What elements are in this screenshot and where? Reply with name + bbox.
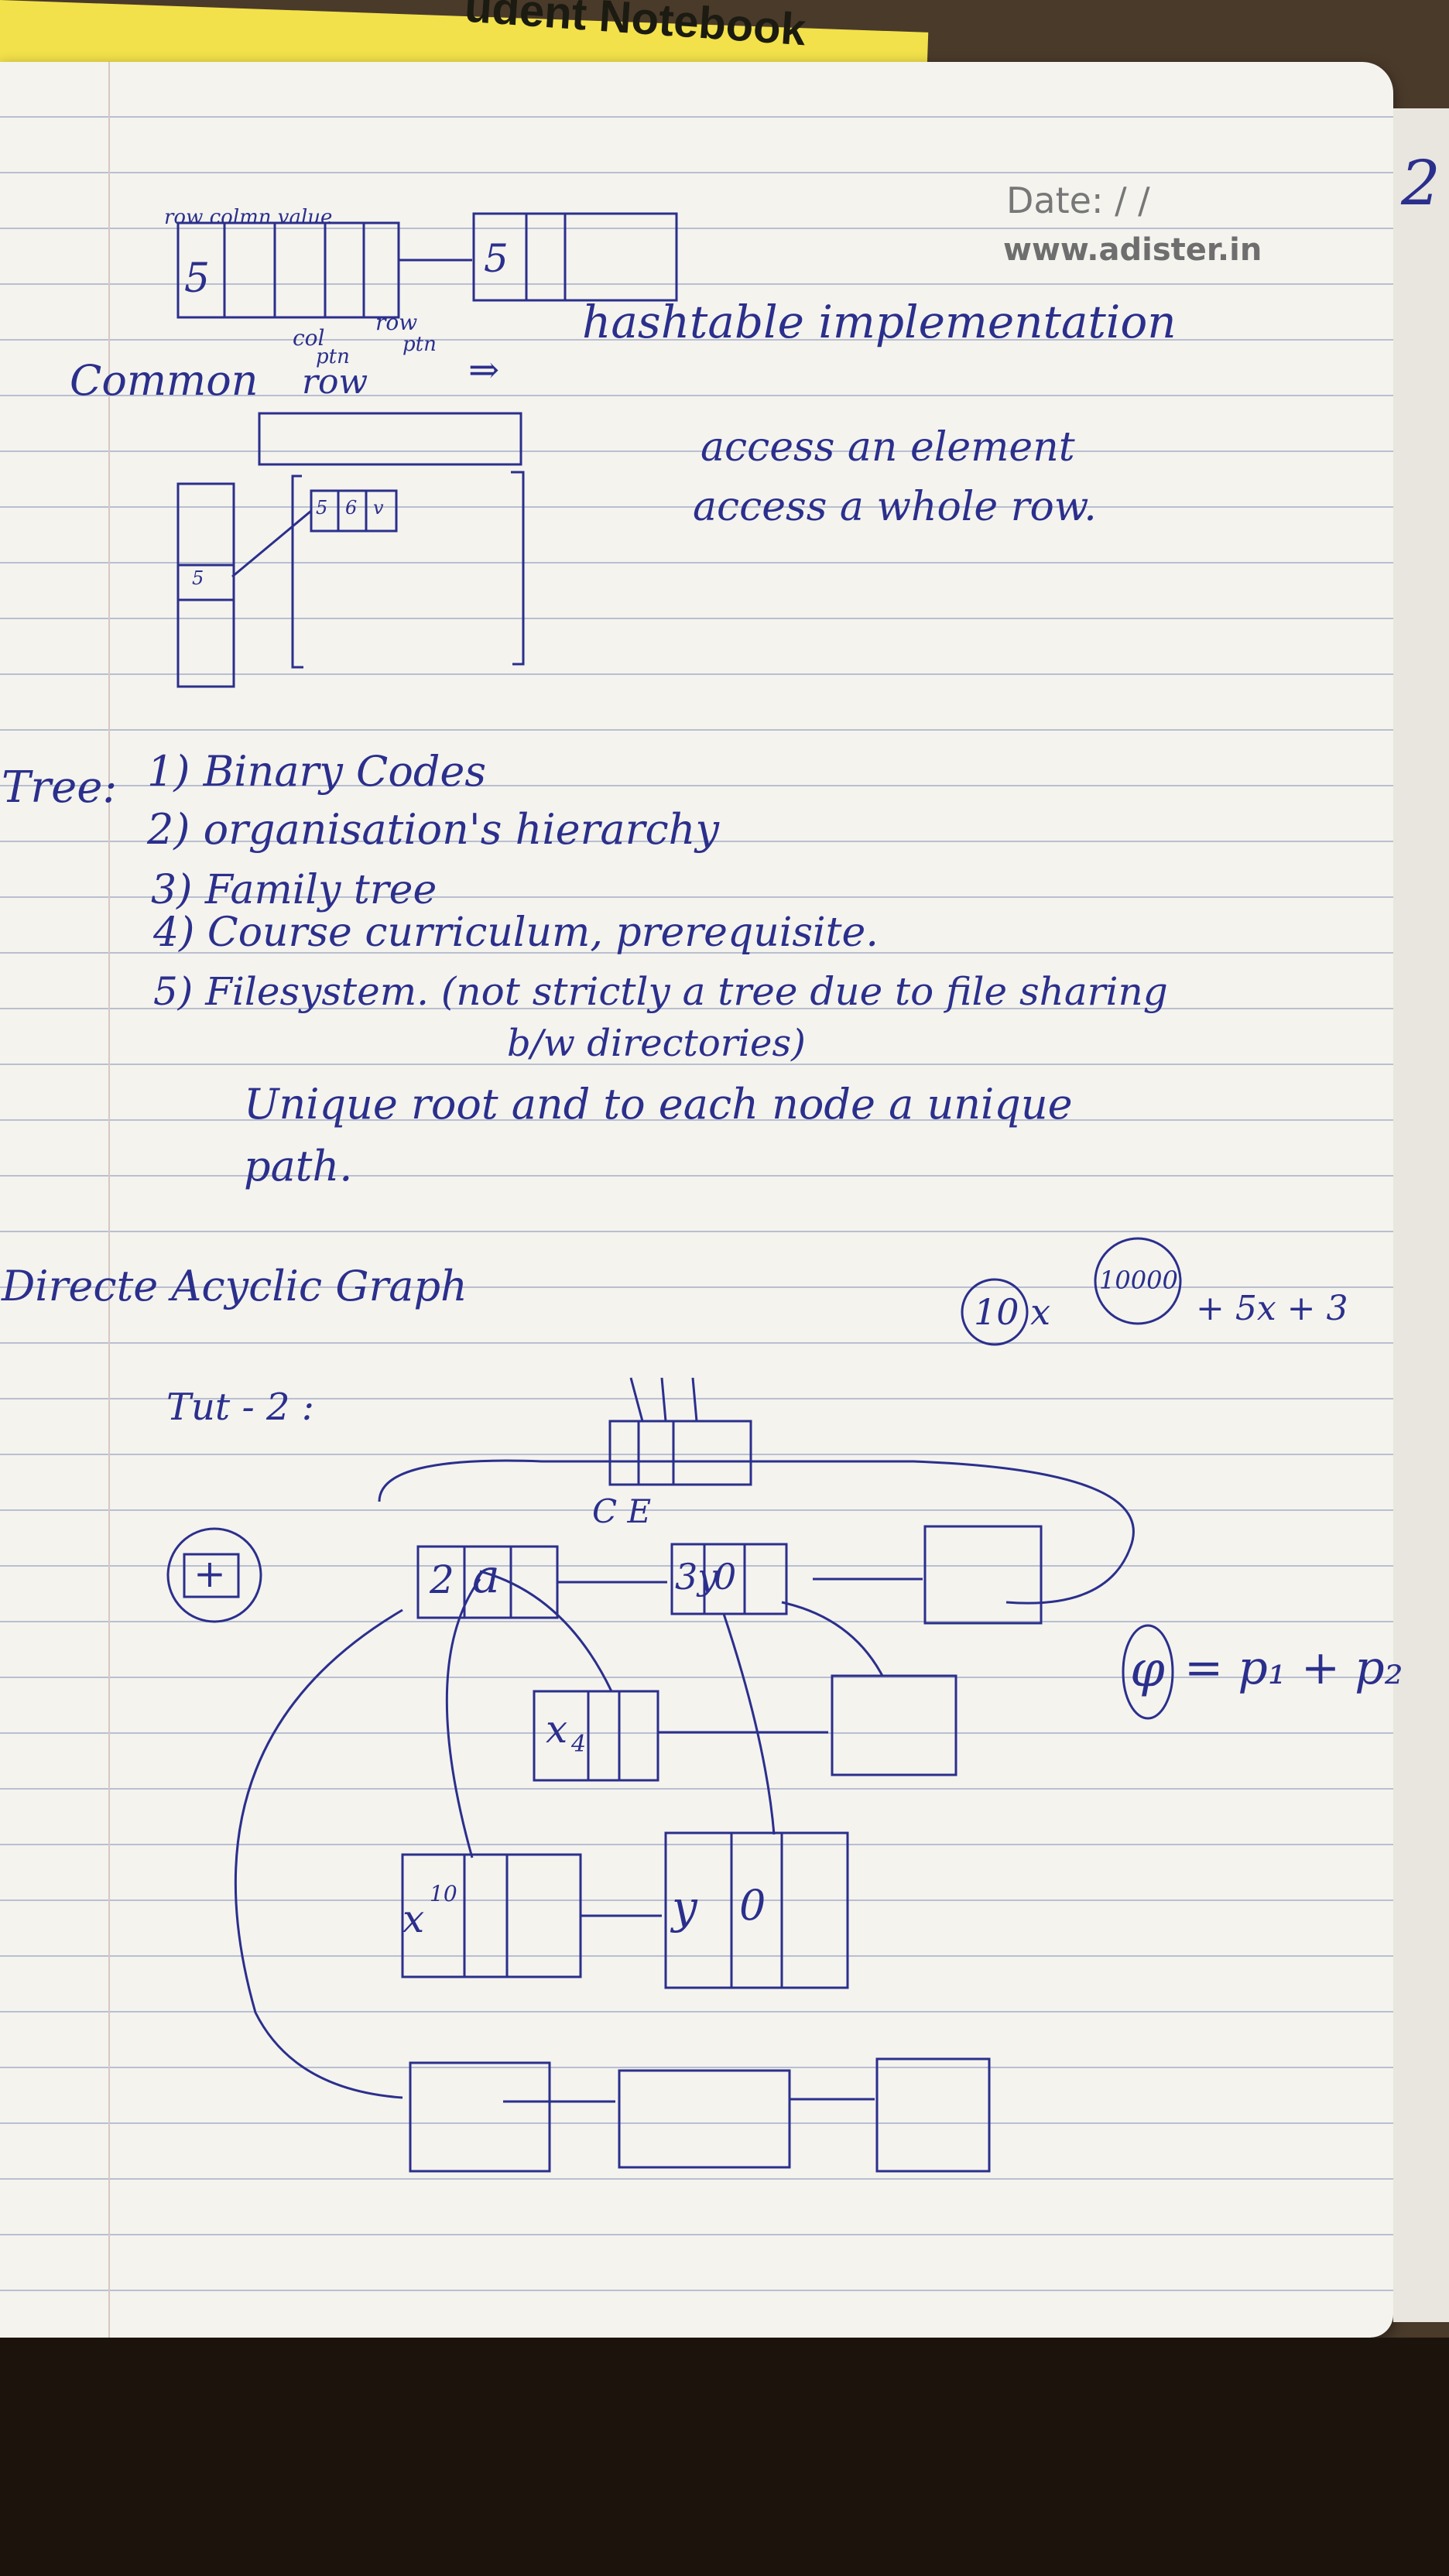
tree-note-2: path. <box>244 1142 353 1190</box>
node-2-coef: 3y <box>675 1556 718 1598</box>
plus-sign: + <box>194 1551 226 1596</box>
tut-heading: Tut - 2 : <box>166 1386 314 1429</box>
dag-heading: Directe Acyclic Graph <box>2 1262 468 1310</box>
node-cell: 5 <box>484 236 509 281</box>
equation-tail: + 5x + 3 <box>1196 1289 1348 1328</box>
ptr-label-row: row <box>375 310 418 335</box>
phi-ellipse <box>1122 1624 1174 1720</box>
triplet-labels: row colmn value <box>164 206 333 229</box>
node-5 <box>664 1831 849 1989</box>
node-4-sup: 10 <box>430 1881 457 1906</box>
header-row <box>258 412 522 466</box>
common-label: Common <box>70 356 259 405</box>
matrix-bracket-left <box>291 474 303 669</box>
equation: 10 x <box>974 1291 1051 1333</box>
small-cell-3: v <box>373 497 384 519</box>
row-label: row <box>302 362 368 402</box>
phi-symbol: φ <box>1130 1641 1165 1698</box>
node-empty-1 <box>923 1525 1043 1625</box>
note-access-element: access an element <box>701 424 1075 471</box>
exponent-circle <box>1094 1237 1182 1325</box>
triplet-cell: 5 <box>184 255 211 302</box>
ruled-lines <box>0 62 1393 2338</box>
bottom-node-1 <box>409 2061 551 2173</box>
node-4 <box>401 1853 582 1978</box>
equation-circle <box>961 1278 1029 1346</box>
tree-note-1: Unique root and to each node a unique <box>244 1080 1073 1129</box>
node-5-exp: 0 <box>739 1881 766 1930</box>
bottom-node-2 <box>618 2069 791 2169</box>
margin-line <box>108 62 110 2338</box>
node-block <box>472 212 678 302</box>
node-4-var: x <box>402 1896 425 1941</box>
node-1-var: a <box>472 1550 500 1604</box>
tree-item-5: 5) Filesystem. (not strictly a tree due … <box>153 969 1168 1014</box>
ce-label: C E <box>592 1492 652 1530</box>
date-label: Date: / / <box>1006 180 1150 221</box>
side-cell: 5 <box>192 567 204 589</box>
tree-item-5-cont: b/w directories) <box>507 1022 806 1065</box>
hashtable-label: hashtable implementation <box>582 296 1177 348</box>
equation-exponent: 10000 <box>1099 1266 1178 1295</box>
ptr-label-ptn-2: ptn <box>402 333 437 356</box>
node-3-sub: 4 <box>571 1731 587 1758</box>
node-empty-2 <box>831 1674 957 1776</box>
small-cell-1: 5 <box>316 497 328 519</box>
node-3 <box>533 1690 659 1782</box>
node-5-var: y <box>672 1881 697 1934</box>
triplet-block <box>176 221 400 319</box>
page-number: 2 <box>1401 147 1440 219</box>
loop-curve <box>378 1459 1135 1605</box>
ptr-label-ptn-1: ptn <box>316 345 350 368</box>
node-2 <box>670 1543 788 1615</box>
top-node <box>608 1420 752 1486</box>
bottom-node-3 <box>875 2057 991 2173</box>
implies-arrow: ⇒ <box>468 348 500 392</box>
side-column <box>176 482 235 688</box>
tree-item-2: 2) organisation's hierarchy <box>147 805 719 854</box>
tree-item-3: 3) Family tree <box>151 867 437 913</box>
matrix-bracket-right <box>511 471 525 666</box>
website-label: www.adister.in <box>1003 232 1262 268</box>
node-3-var: x <box>546 1707 568 1752</box>
background-carpet <box>0 2338 1449 2576</box>
tree-item-1: 1) Binary Codes <box>147 747 487 796</box>
page-edge <box>1393 108 1449 2322</box>
plus-node-circle <box>166 1527 262 1623</box>
tree-heading: Tree: <box>2 762 118 813</box>
tree-item-4: 4) Course curriculum, prerequisite. <box>153 909 879 956</box>
node-2-exp: 0 <box>714 1556 737 1598</box>
phi-equation: = p₁ + p₂ <box>1184 1641 1403 1695</box>
node-1-coef: 2 <box>430 1557 454 1602</box>
small-cell-2: 6 <box>345 497 358 519</box>
note-access-row: access a whole row. <box>693 484 1097 530</box>
ptr-label-col: col <box>293 325 325 351</box>
